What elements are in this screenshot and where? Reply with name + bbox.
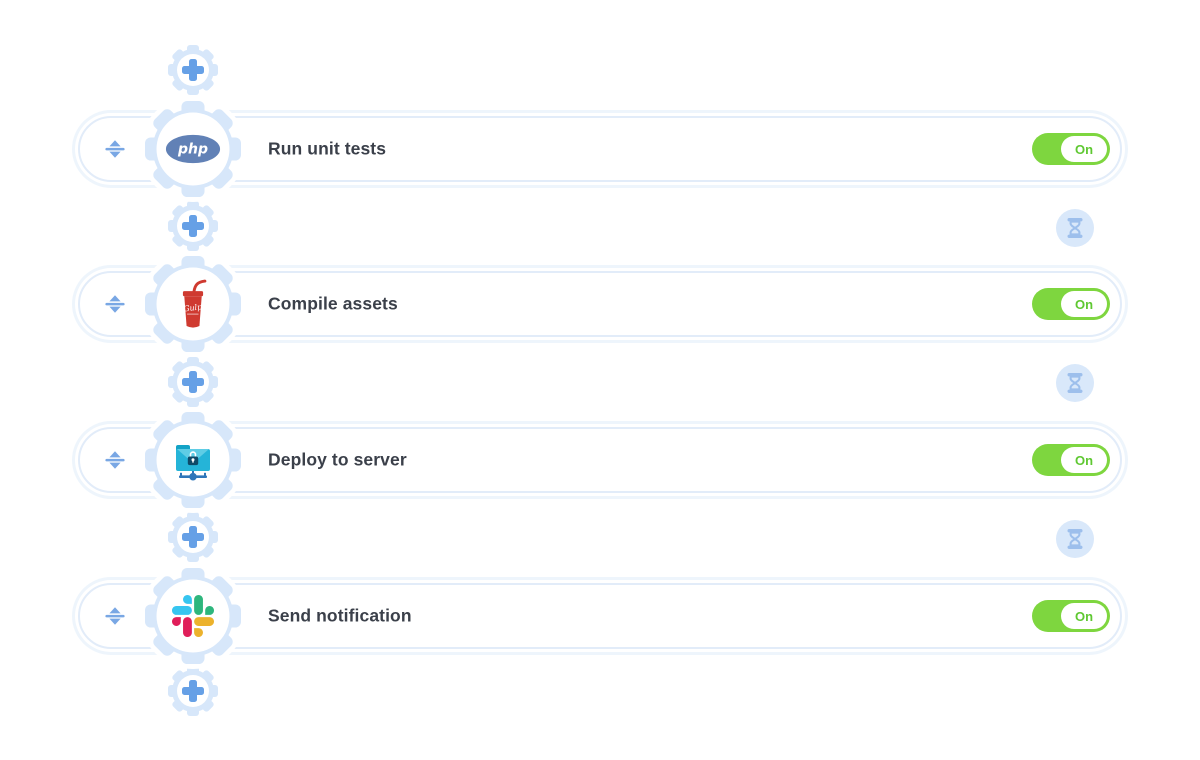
action-icon-button[interactable] [145,101,241,197]
add-action-button[interactable] [168,201,218,251]
hourglass-icon [1066,371,1084,395]
hourglass-icon [1066,527,1084,551]
action-icon-button[interactable] [145,568,241,664]
action-row-run-unit-tests: Run unit tests On [78,96,1122,202]
drag-handle[interactable] [103,292,127,316]
action-row-deploy-to-server: Deploy to server On [78,407,1122,513]
add-action-button[interactable] [168,666,218,716]
action-pill [78,427,1122,493]
add-action-button[interactable] [168,512,218,562]
wait-condition-chip[interactable] [1056,209,1094,247]
plus-gear-icon [168,45,218,95]
toggle-on-off[interactable]: On [1032,444,1110,476]
action-label: Compile assets [268,293,398,314]
plus-gear-icon [168,201,218,251]
toggle-label: On [1074,608,1094,624]
toggle-on-off[interactable]: On [1032,600,1110,632]
toggle-label: On [1074,452,1094,468]
toggle-knob: On [1061,603,1107,629]
action-label: Run unit tests [268,138,387,159]
add-action-button[interactable] [168,45,218,95]
wait-condition-chip[interactable] [1056,364,1094,402]
sort-arrows-icon [105,140,125,158]
toggle-label: On [1074,141,1094,157]
toggle-on-off[interactable]: On [1032,288,1110,320]
plus-gear-icon [168,512,218,562]
toggle-knob: On [1061,291,1107,317]
sort-arrows-icon [105,295,125,313]
action-row-compile-assets: Compile assets On [78,251,1122,357]
plus-gear-icon [168,666,218,716]
drag-handle[interactable] [103,604,127,628]
action-icon-button[interactable] [145,412,241,508]
gear-badge-icon [145,568,241,664]
action-label: Send notification [268,605,412,626]
action-label: Deploy to server [268,449,407,470]
action-pill [78,116,1122,182]
drag-handle[interactable] [103,137,127,161]
plus-gear-icon [168,357,218,407]
wait-condition-chip[interactable] [1056,520,1094,558]
action-pill [78,271,1122,337]
php-icon [165,134,221,164]
add-action-button[interactable] [168,357,218,407]
toggle-label: On [1074,296,1094,312]
action-pill [78,583,1122,649]
action-icon-button[interactable] [145,256,241,352]
action-row-send-notification: Send notification On [78,563,1122,669]
secure-folder-icon [175,444,211,482]
slack-icon [172,595,214,637]
sort-arrows-icon [105,451,125,469]
hourglass-icon [1066,216,1084,240]
toggle-knob: On [1061,136,1107,162]
gulp-icon [181,279,207,330]
drag-handle[interactable] [103,448,127,472]
toggle-knob: On [1061,447,1107,473]
sort-arrows-icon [105,607,125,625]
toggle-on-off[interactable]: On [1032,133,1110,165]
